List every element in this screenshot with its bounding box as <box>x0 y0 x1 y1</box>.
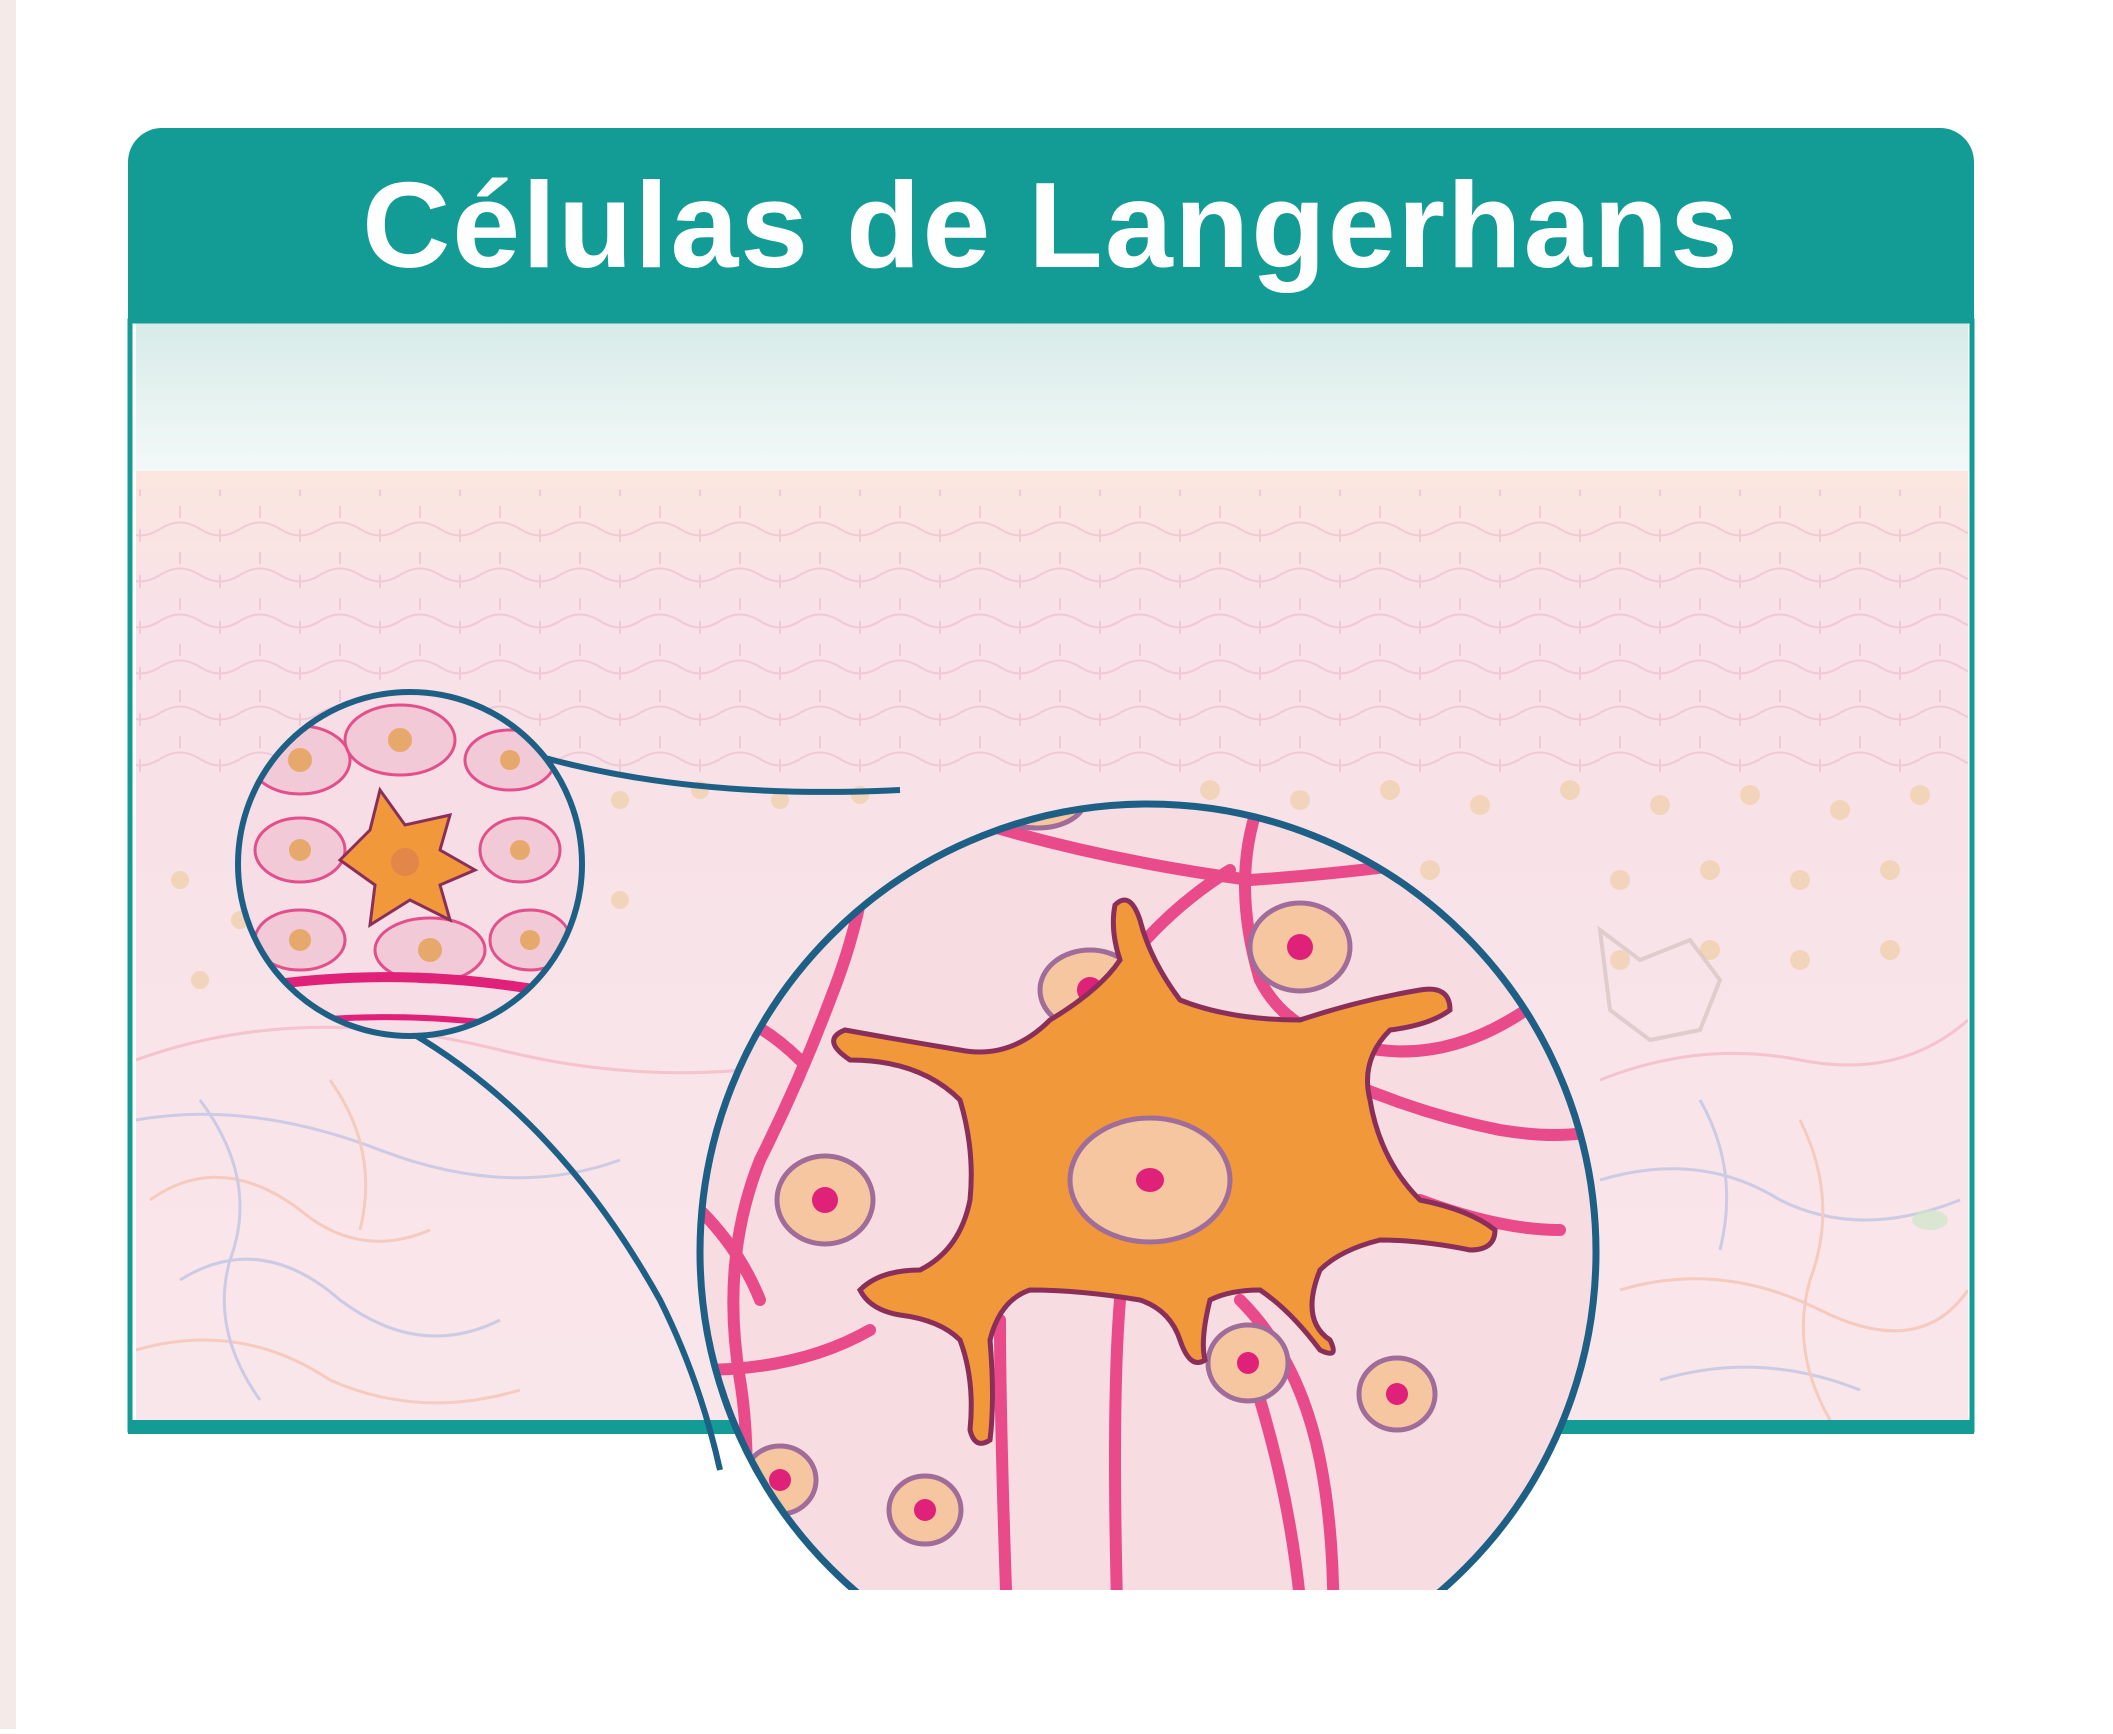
bottom-margin <box>600 1590 1700 1729</box>
page-title: Células de Langerhans <box>362 155 1740 295</box>
header-bar: Células de Langerhans <box>128 128 1974 321</box>
